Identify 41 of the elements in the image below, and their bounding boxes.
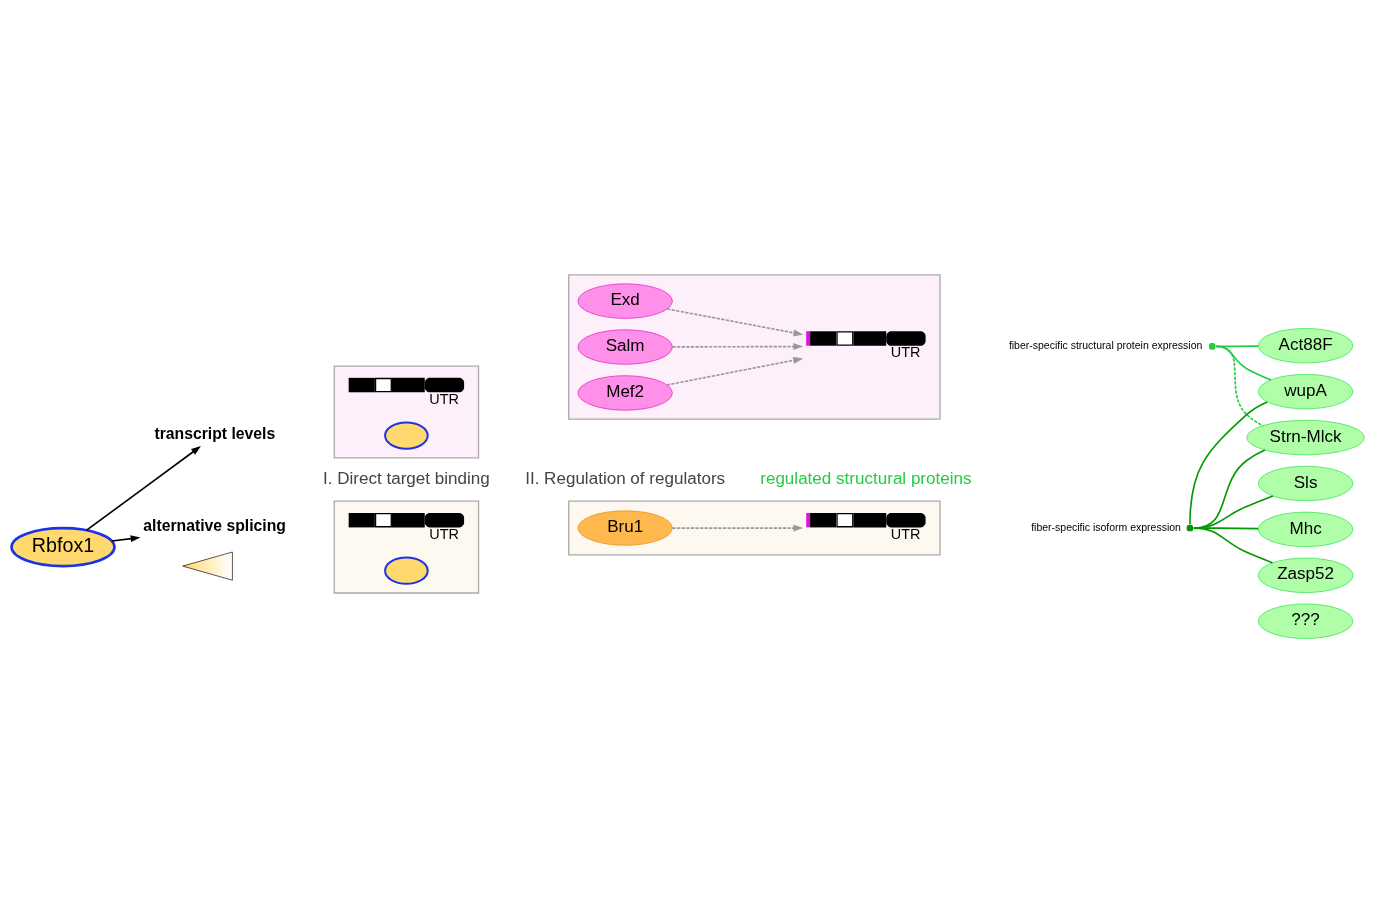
- node-ellipse: Strn-Mlck: [1246, 419, 1365, 456]
- connector: [1215, 345, 1264, 427]
- arrow: [671, 524, 804, 532]
- node-ellipse: [384, 421, 429, 450]
- node-triangle: [182, 551, 233, 581]
- connector: [1193, 527, 1274, 564]
- node-label: UTR: [890, 344, 921, 361]
- node-text: transcript levels: [154, 424, 276, 442]
- node-ellipse: Mhc: [1258, 511, 1354, 547]
- connector: [1189, 401, 1269, 525]
- node-ellipse: Rbfox1: [10, 526, 116, 568]
- label: regulated structural proteins: [760, 468, 972, 488]
- arrow: [111, 535, 141, 543]
- node-label: UTR: [429, 525, 459, 542]
- cluster: [333, 365, 480, 459]
- node-label: UTR: [890, 525, 921, 542]
- label: II. Regulation of regulators: [525, 468, 726, 488]
- node-circle: [1186, 524, 1194, 532]
- node-label: fiber-specific isoform expression: [1031, 521, 1181, 533]
- cluster: [568, 274, 941, 420]
- node-label: fiber-specific structural protein expression: [1008, 339, 1203, 351]
- node-ellipse: Exd: [577, 283, 673, 319]
- arrow: [666, 308, 804, 337]
- node-ellipse: Sls: [1258, 465, 1354, 502]
- node-ellipse: Act88F: [1258, 328, 1354, 364]
- node-label: UTR: [429, 390, 459, 407]
- arrow: [666, 356, 804, 386]
- arrow: [85, 446, 201, 531]
- node-ellipse: Mef2: [577, 375, 673, 411]
- node-text: alternative splicing: [143, 517, 286, 535]
- label: I. Direct target binding: [323, 468, 490, 488]
- node-ellipse: wupA: [1258, 374, 1354, 410]
- arrow: [671, 343, 804, 350]
- node-ellipse: Salm: [577, 329, 673, 365]
- node-ellipse: ???: [1258, 603, 1354, 639]
- node-ellipse: Bru1: [577, 510, 673, 546]
- cluster: [333, 500, 480, 594]
- node-ellipse: [384, 556, 429, 585]
- cluster: [568, 500, 941, 556]
- node-circle: [1208, 343, 1216, 350]
- node-ellipse: Zasp52: [1257, 557, 1354, 593]
